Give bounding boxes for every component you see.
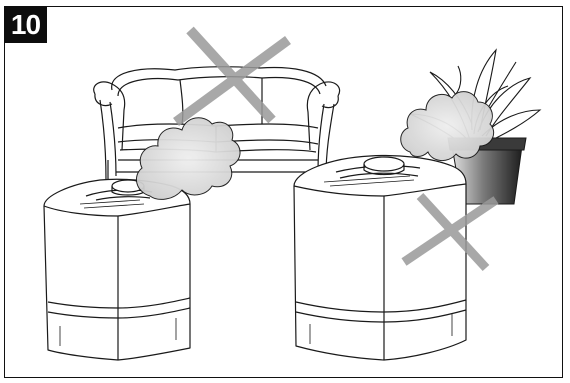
cross-out-mark (176, 30, 288, 122)
humidifier-left (44, 179, 190, 360)
humidifier-right (294, 155, 466, 360)
step-number-badge: 10 (4, 6, 47, 43)
